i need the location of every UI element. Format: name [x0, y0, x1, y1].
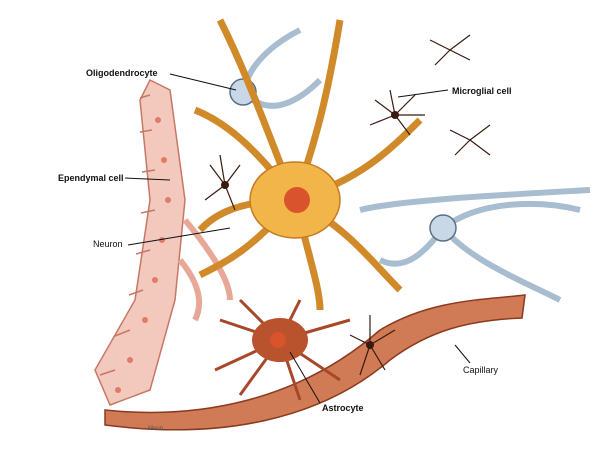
neuron-nucleus [284, 187, 310, 213]
oligodendrocyte-cell [429, 214, 457, 242]
capillary [104, 294, 526, 431]
leader-lines [124, 73, 471, 404]
label-oligodendrocyte: Oligodendrocyte [86, 68, 158, 78]
microglial-cells [204, 34, 491, 376]
myelin-processes [240, 27, 591, 303]
label-capillary: Capillary [463, 365, 499, 375]
label-neuron: Neuron [93, 239, 123, 249]
label-astrocyte: Astrocyte [322, 403, 364, 413]
artist-signature: Moon [148, 426, 164, 432]
label-ependymal-cell: Ependymal cell [58, 173, 124, 183]
label-microglial-cell: Microglial cell [452, 86, 512, 96]
